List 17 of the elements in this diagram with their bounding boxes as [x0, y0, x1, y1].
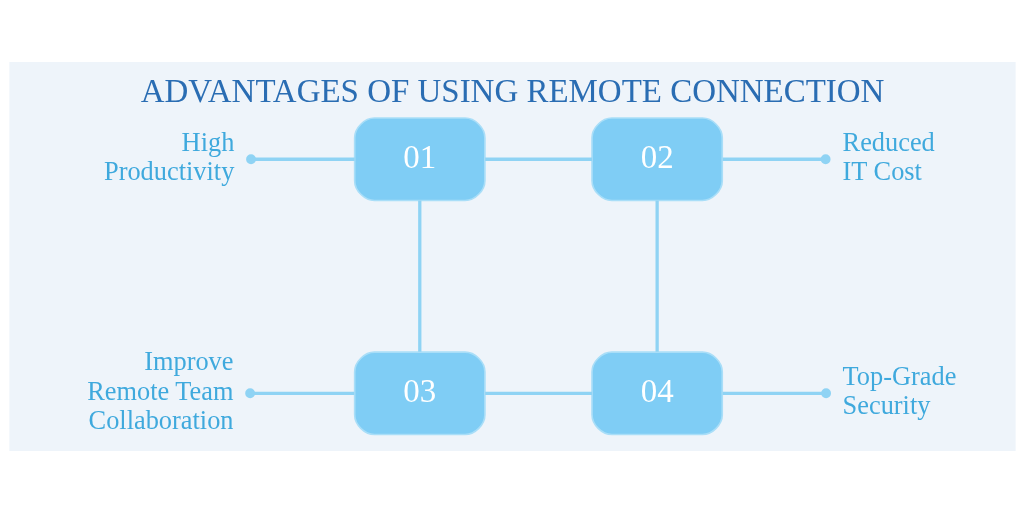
connector [484, 157, 592, 161]
diagram-title: ADVANTAGES OF USING REMOTE CONNECTION [140, 72, 884, 109]
connector [655, 200, 659, 352]
node-box: 03 [353, 350, 486, 435]
connector [244, 387, 354, 398]
connector [484, 391, 592, 395]
node-text: Top-Grade Security [842, 361, 956, 420]
node-box: 02 [590, 116, 723, 201]
node-text: Improve Remote Team Collaboration [86, 346, 234, 435]
node-text: Reduced IT Cost [842, 127, 935, 186]
connector [722, 153, 831, 164]
connector [417, 200, 421, 352]
node-text: High Productivity [103, 127, 234, 186]
connector [722, 387, 831, 398]
node-box: 01 [353, 116, 486, 201]
connector [245, 153, 355, 164]
node-box: 04 [590, 350, 723, 435]
